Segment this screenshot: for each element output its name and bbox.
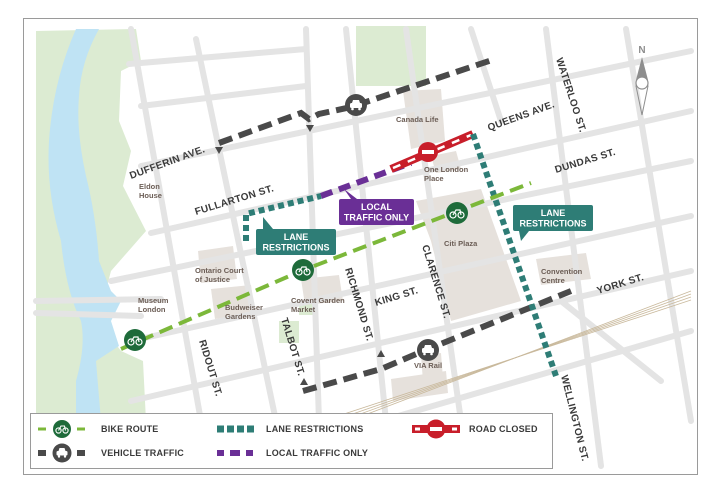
map-canvas: LOCAL TRAFFIC ONLY LANE RESTRICTIONS LAN… [33,26,694,469]
map-frame: LOCAL TRAFFIC ONLY LANE RESTRICTIONS LAN… [23,18,698,475]
legend-item-road-closed: ROAD CLOSED [411,419,538,439]
vehicle-traffic-route [217,56,573,394]
legend-label-local-traffic-only: LOCAL TRAFFIC ONLY [266,448,369,458]
street-label-ridout: RIDOUT ST. [196,339,224,398]
lane-restrictions-callout-left: LANE RESTRICTIONS [256,217,336,255]
street-label-wellington: WELLINGTON ST. [558,374,590,463]
svg-text:Covent Garden: Covent Garden [291,296,345,305]
lane-restrictions-route [243,133,559,377]
lane-restrictions-callout-right: LANE RESTRICTIONS [513,205,593,241]
svg-text:Place: Place [424,174,444,183]
detour-arrows [215,125,385,385]
compass-icon: N [635,45,649,116]
bike-icon [292,259,314,281]
local-traffic-callout: LOCAL TRAFFIC ONLY [339,189,414,225]
street-label-dufferin: DUFFERIN AVE. [128,144,206,182]
svg-text:London: London [138,305,166,314]
svg-text:of Justice: of Justice [195,275,230,284]
street-label-king: KING ST. [374,285,420,309]
legend-item-lane-restrictions: LANE RESTRICTIONS [216,419,363,439]
bike-icon [53,420,71,438]
svg-text:One London: One London [424,165,469,174]
legend-label-lane-restrictions: LANE RESTRICTIONS [266,424,364,434]
svg-text:Museum: Museum [138,296,169,305]
bike-icon [124,329,146,351]
bike-route-symbol [38,420,85,438]
svg-text:Canada Life: Canada Life [396,115,439,124]
road-closed-icon [418,142,438,162]
svg-text:Market: Market [291,305,316,314]
svg-text:Ontario Court: Ontario Court [195,266,244,275]
legend-label-vehicle-traffic: VEHICLE TRAFFIC [101,448,184,458]
car-icon [345,94,367,116]
place-labels: Canada Life One London Place Eldon House… [138,115,583,370]
svg-text:Convention: Convention [541,267,583,276]
street-grid [33,26,694,469]
legend-item-bike-route: BIKE ROUTE [37,419,159,439]
svg-text:TRAFFIC ONLY: TRAFFIC ONLY [344,213,409,223]
legend-label-road-closed: ROAD CLOSED [469,424,538,434]
legend-item-vehicle-traffic: VEHICLE TRAFFIC [37,443,184,463]
map-legend: BIKE ROUTE VEHICLE TRAFFIC LANE RESTRICT… [30,413,553,469]
car-icon [417,339,439,361]
svg-text:Centre: Centre [541,276,565,285]
lane-restrictions-symbol [217,425,254,433]
bike-icon [446,202,468,224]
svg-text:RESTRICTIONS: RESTRICTIONS [262,243,329,253]
railway-tracks [340,290,692,425]
river [48,29,121,421]
road-closed-symbol [412,419,460,439]
svg-text:House: House [139,191,162,200]
svg-text:Gardens: Gardens [225,312,255,321]
vehicle-traffic-symbol [38,443,85,463]
svg-text:VIA Rail: VIA Rail [414,361,442,370]
svg-text:LOCAL: LOCAL [361,202,392,212]
svg-text:N: N [638,45,645,56]
local-traffic-only-symbol [217,450,253,456]
svg-text:LANE: LANE [284,232,309,242]
svg-text:RESTRICTIONS: RESTRICTIONS [519,219,586,229]
svg-text:Citi Plaza: Citi Plaza [444,239,478,248]
street-label-york: YORK ST. [596,272,646,297]
svg-text:Eldon: Eldon [139,182,160,191]
legend-item-local-traffic-only: LOCAL TRAFFIC ONLY [216,443,368,463]
legend-label-bike-route: BIKE ROUTE [101,424,159,434]
svg-text:Budweiser: Budweiser [225,303,263,312]
svg-text:LANE: LANE [541,208,566,218]
